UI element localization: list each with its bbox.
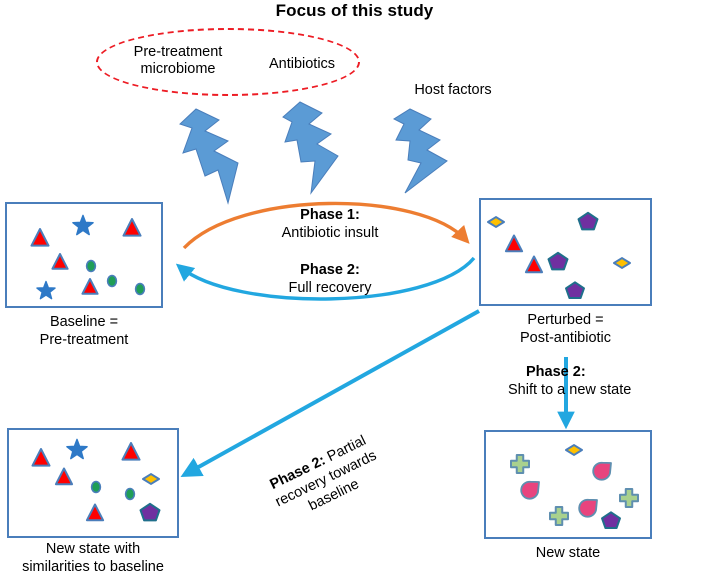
label-phase1: Phase 1: Antibiotic insult: [215, 207, 445, 242]
label-phase2-shift: Phase 2: Shift to a new state: [508, 364, 683, 399]
lightning-bolt-icon-1: [179, 108, 239, 205]
caption-perturbed-line2: Post-antibiotic: [519, 329, 612, 346]
phase2-full-subtitle: Full recovery: [288, 279, 372, 296]
label-antibiotics: Antibiotics: [268, 56, 336, 72]
label-phase2-partial-recovery: Phase 2: Partial recovery towards baseli…: [224, 411, 427, 547]
caption-new-state: New state: [484, 545, 652, 563]
caption-new-state-similar-line1: New state with: [45, 541, 141, 557]
label-host-factors: Host factors: [414, 82, 492, 98]
state-box-perturbed: [479, 198, 652, 306]
state-box-new-state: [484, 430, 652, 539]
lightning-bolt-icon-3: [392, 108, 448, 194]
phase2-shift-subtitle: Shift to a new state: [508, 381, 632, 398]
caption-baseline: Baseline = Pre-treatment: [0, 314, 168, 349]
page-title: Focus of this study: [275, 1, 434, 20]
state-box-baseline: [5, 202, 163, 308]
caption-new-state-similar-line2: similarities to baseline: [22, 558, 164, 575]
phase2-full-title: Phase 2:: [300, 262, 360, 278]
caption-baseline-line2: Pre-treatment: [39, 331, 129, 348]
pre-treatment-line1: Pre-treatment: [133, 44, 223, 60]
caption-perturbed: Perturbed = Post-antibiotic: [474, 312, 657, 347]
phase1-subtitle: Antibiotic insult: [281, 224, 379, 241]
caption-new-state-similar: New state with similarities to baseline: [0, 541, 186, 576]
phase2-shift-title: Phase 2:: [526, 364, 586, 380]
phase1-title: Phase 1:: [300, 207, 360, 223]
lightning-bolt-icon-2: [282, 101, 339, 195]
label-phase2-full-recovery: Phase 2: Full recovery: [215, 262, 445, 297]
label-pre-treatment-microbiome: Pre-treatment microbiome: [108, 44, 248, 78]
caption-baseline-line1: Baseline =: [49, 314, 119, 330]
focus-ellipse: [96, 28, 360, 96]
caption-new-state-line1: New state: [535, 545, 601, 561]
caption-perturbed-line1: Perturbed =: [527, 312, 604, 328]
pre-treatment-line2: microbiome: [140, 61, 216, 77]
state-box-new-state-similar: [7, 428, 179, 538]
